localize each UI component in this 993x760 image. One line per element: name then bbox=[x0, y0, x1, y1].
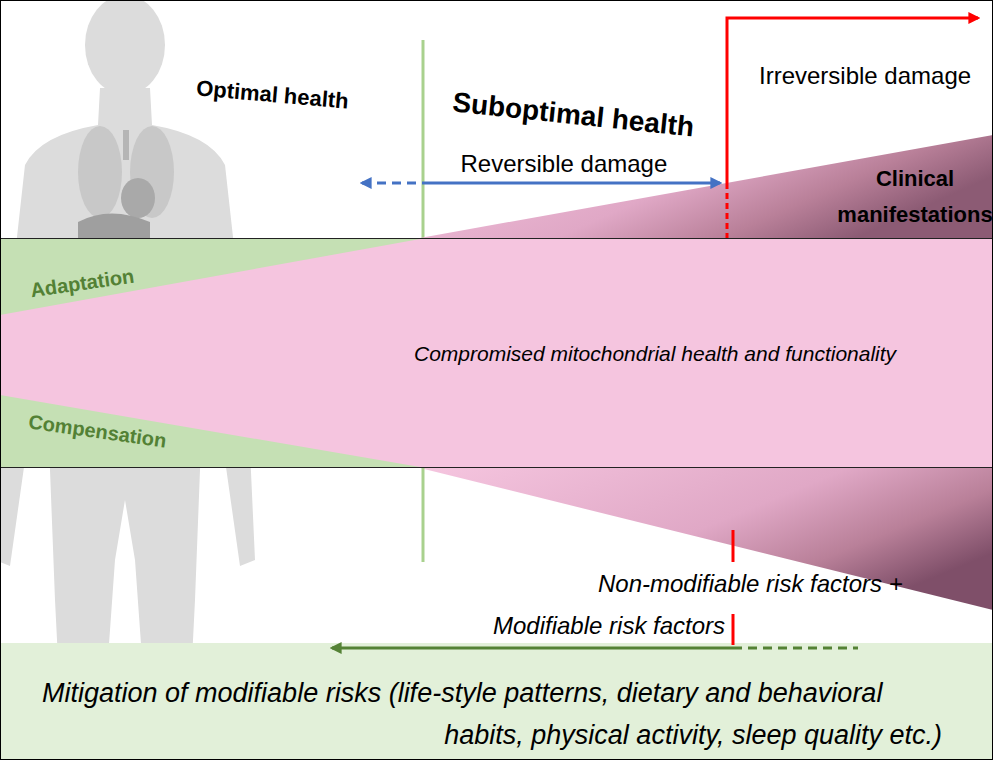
adaptation-wedge: Adaptation bbox=[0, 239, 420, 315]
threshold-line bbox=[422, 40, 425, 238]
liver-symbol bbox=[78, 214, 150, 239]
annotation-label: Suboptimal health bbox=[450, 85, 695, 144]
lung-symbol bbox=[78, 126, 122, 218]
threshold-dash bbox=[726, 183, 729, 238]
mitigation-dash bbox=[733, 647, 858, 650]
risk-marker bbox=[732, 614, 735, 645]
reversible-arrow bbox=[425, 182, 720, 185]
reversible-arrow bbox=[362, 182, 425, 185]
mitigation-box: Mitigation of modifiable risks (life-sty… bbox=[0, 643, 993, 760]
annotation-label: Reversible damage bbox=[461, 150, 668, 179]
node-text: Clinical manifestations bbox=[830, 161, 993, 233]
mitigation-arrow bbox=[332, 647, 733, 650]
mitochondria-band: Compromised mitochondrial health and fun… bbox=[0, 238, 993, 468]
risk-marker bbox=[732, 530, 735, 562]
annotation-label: Optimal health bbox=[195, 75, 350, 115]
annotation-label: Modifiable risk factors bbox=[493, 612, 725, 641]
annotation-label: Non-modifiable risk factors + bbox=[598, 570, 903, 599]
node-text: Compromised mitochondrial health and fun… bbox=[414, 341, 896, 366]
wedge-fill bbox=[0, 239, 420, 315]
node-text: Mitigation of modifiable risks (life-sty… bbox=[42, 672, 942, 756]
annotation-label: Irreversible damage bbox=[759, 62, 971, 91]
silhouette-head bbox=[85, 0, 165, 95]
compensation-wedge: Compensation bbox=[0, 395, 420, 467]
progression-wedge bbox=[420, 468, 993, 610]
threshold-line bbox=[422, 468, 425, 562]
irreversible-arrow bbox=[727, 18, 978, 183]
wedge-fill bbox=[0, 395, 420, 467]
heart-symbol bbox=[121, 178, 155, 218]
trachea-symbol bbox=[123, 130, 129, 160]
